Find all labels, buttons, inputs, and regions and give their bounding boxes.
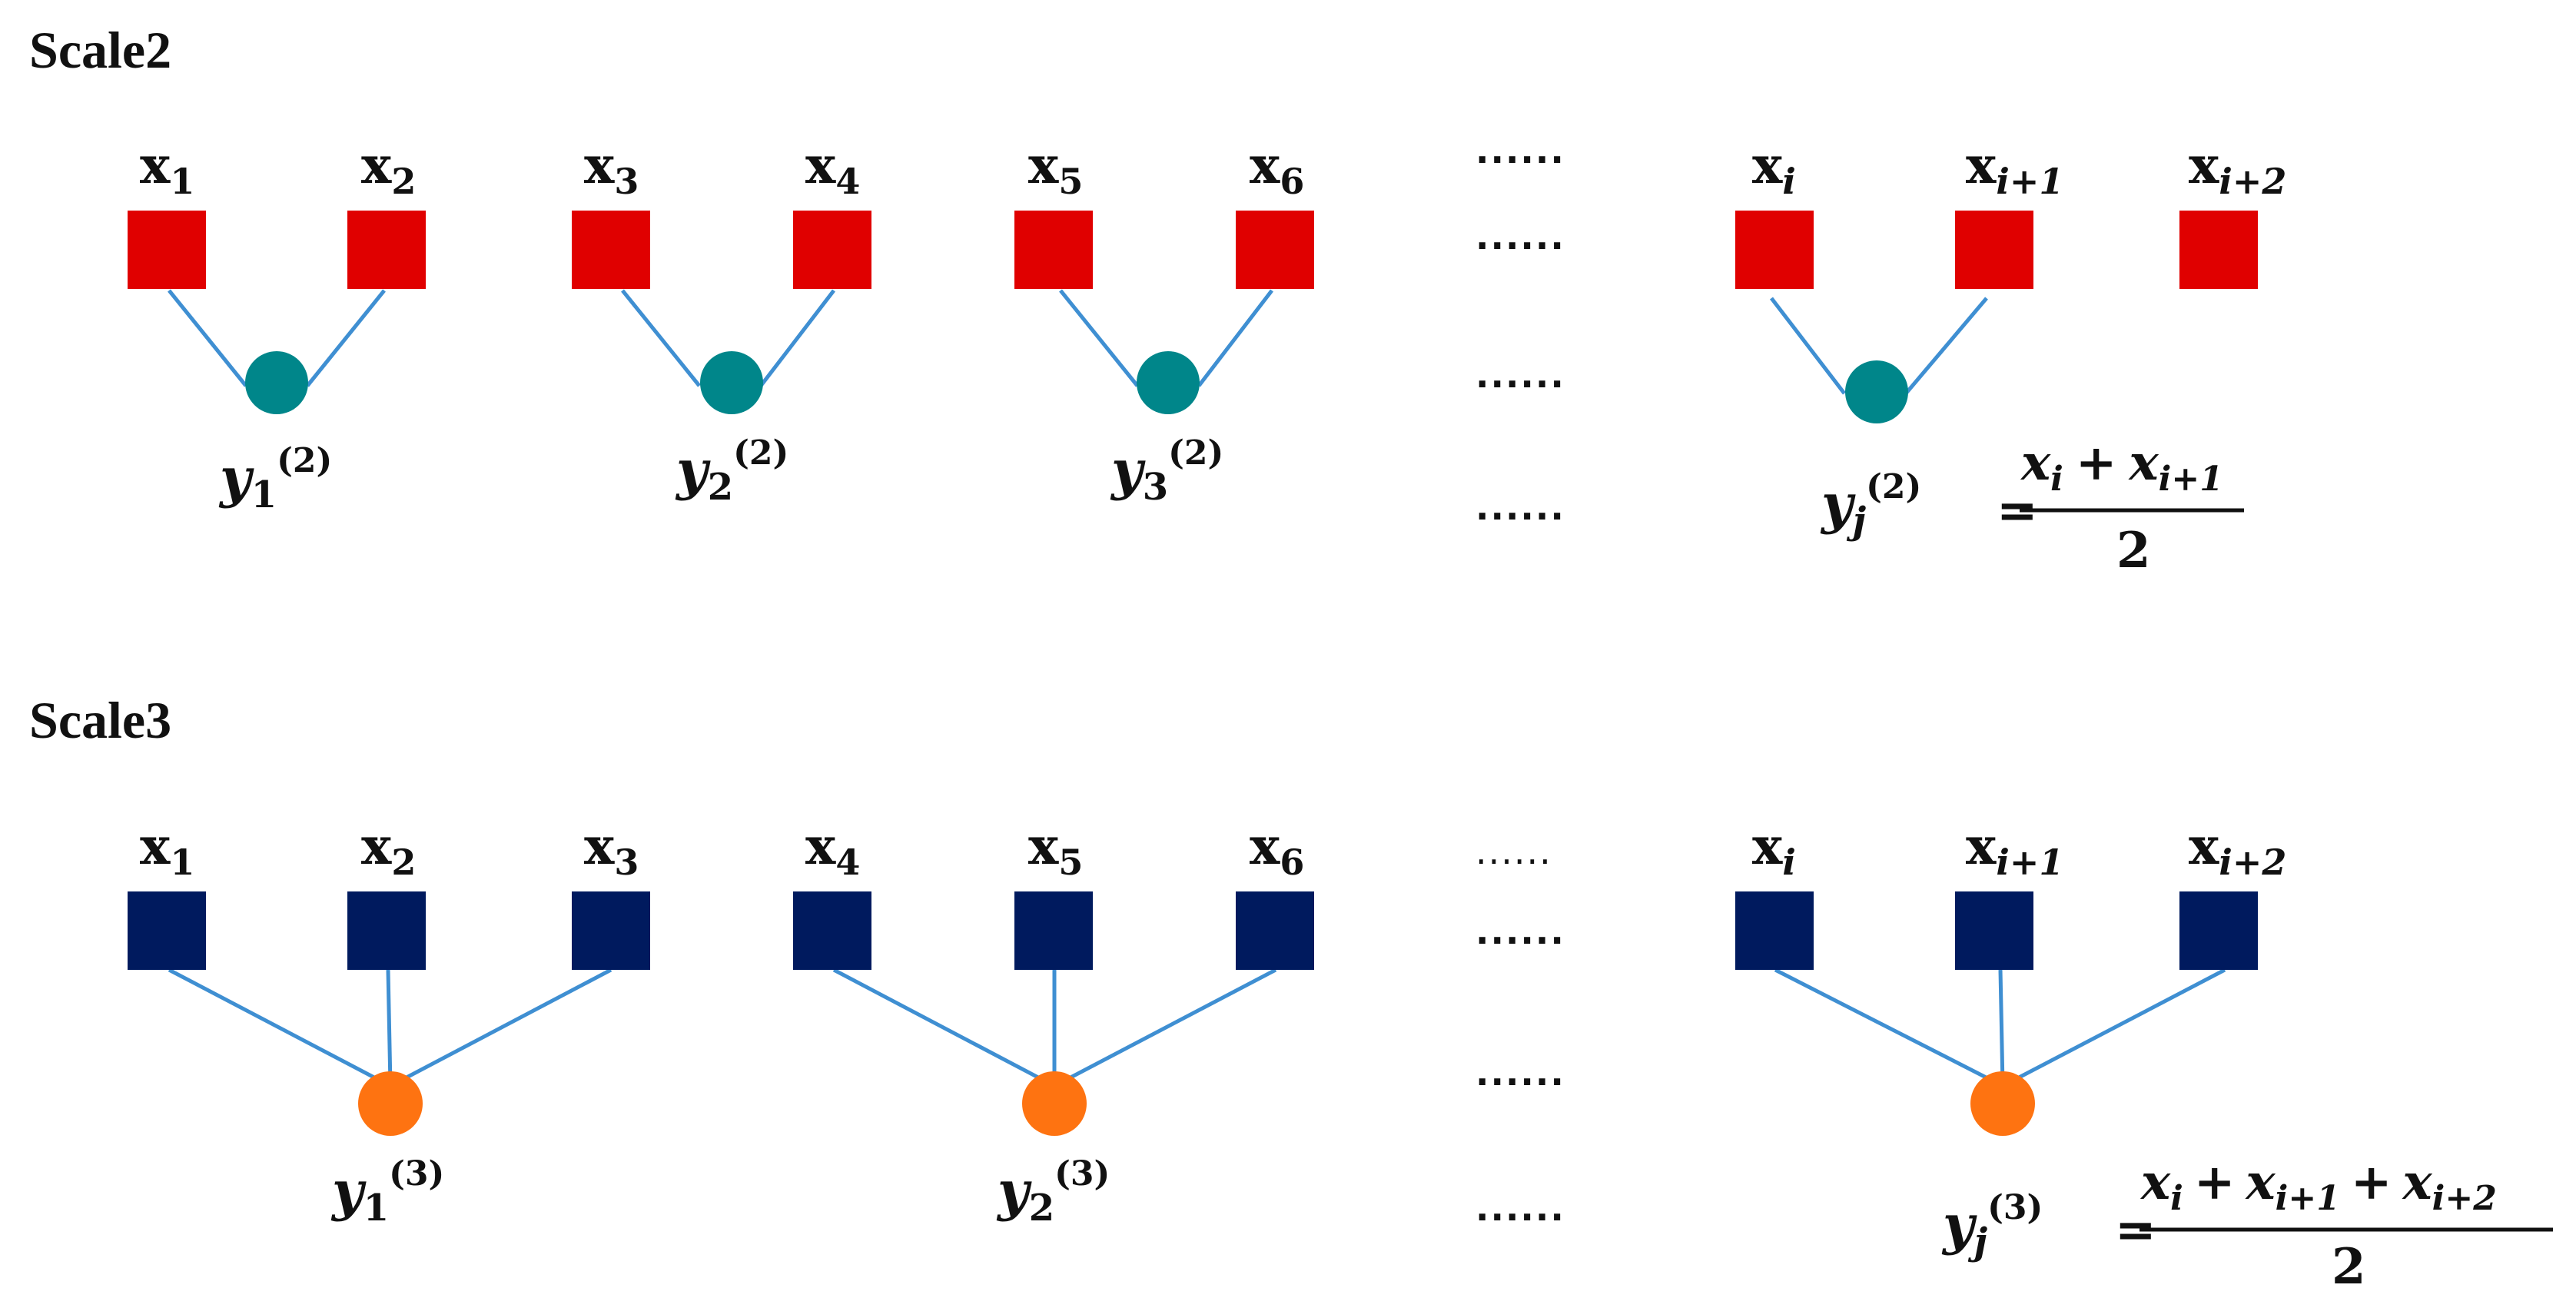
scale3-output-node: [358, 1071, 423, 1136]
scale2-formula-lhs: yj(2): [1820, 467, 1921, 543]
scale2-inputs: [128, 211, 2258, 289]
ellipsis: ......: [1476, 1052, 1565, 1094]
ellipsis: ......: [1476, 911, 1565, 952]
scale2-output-labels: y1(2) y2(2) y3(2): [218, 433, 1223, 516]
ellipsis: ......: [1476, 1187, 1565, 1229]
scale3-input-node: [572, 891, 650, 970]
scale3-link: [832, 968, 1054, 1087]
scale2-link: [759, 289, 835, 387]
scale2-input-node: [572, 211, 650, 289]
scale2-link: [621, 289, 701, 387]
scale2-formula-numerator: xi+xi+1: [2020, 434, 2223, 499]
scale3-input-node: [2179, 891, 2258, 970]
scale3-input-label: x5: [1028, 816, 1083, 883]
scale3-output-label: y1(3): [330, 1154, 444, 1230]
scale2-input-label: xi: [1752, 135, 1796, 202]
scale3-links: [168, 968, 2226, 1087]
scale2-input-label: x4: [805, 135, 860, 202]
scale2-output-label: y3(2): [1110, 433, 1223, 509]
scale2-input-node: [347, 211, 426, 289]
scale2-output-node: [700, 351, 763, 414]
scale3-input-label: x2: [361, 816, 416, 883]
scale2-input-node: [1955, 211, 2033, 289]
scale3-formula: yj(3) = xi+xi+1+xi+2 2: [1941, 1154, 2553, 1296]
scale2-output-node: [245, 351, 308, 414]
scale2-input-labels: x1 x2 x3 x4 x5 x6 xi xi+1 xi+2: [140, 135, 2286, 202]
scale3-link: [2003, 968, 2226, 1087]
scale3-input-node: [1735, 891, 1814, 970]
scale3-input-label: xi: [1752, 816, 1796, 883]
scale3-inputs: [128, 891, 2258, 970]
scale2-link: [1197, 289, 1273, 387]
scale2-input-label: x5: [1028, 135, 1083, 202]
scale3-input-labels: x1 x2 x3 x4 x5 x6 xi xi+1 xi+2: [140, 816, 2286, 883]
scale2-outputs: [245, 351, 1908, 423]
scale3-section: Scale3: [29, 691, 2553, 1296]
scale2-output-node: [1137, 351, 1200, 414]
scale2-link: [1059, 289, 1139, 387]
scale2-output-node: [1845, 360, 1908, 423]
scale2-input-node: [2179, 211, 2258, 289]
scale2-link: [168, 289, 247, 387]
scale2-link: [306, 289, 386, 387]
scale2-link: [1770, 297, 1846, 395]
scale2-input-node: [128, 211, 206, 289]
scale3-formula-denominator: 2: [2332, 1238, 2366, 1296]
scale3-input-label: x6: [1250, 816, 1304, 883]
scale2-input-label: x6: [1250, 135, 1304, 202]
scale2-input-node: [1735, 211, 1814, 289]
scale3-input-node: [347, 891, 426, 970]
scale3-link: [1774, 968, 2003, 1087]
scale3-link: [390, 968, 612, 1087]
scale2-ellipsis: ...... ...... ...... ......: [1476, 130, 1565, 528]
scale3-ellipsis: ...... ...... ...... ......: [1476, 831, 1565, 1229]
scale3-output-node: [1022, 1071, 1087, 1136]
scale2-input-label: xi+1: [1966, 135, 2063, 202]
scale3-title: Scale3: [29, 691, 171, 749]
scale3-output-labels: y1(3) y2(3): [330, 1154, 1110, 1230]
scale2-output-label: y1(2): [218, 441, 332, 516]
scale2-formula: yj(2) = xi+xi+1 2: [1820, 434, 2244, 579]
scale3-input-label: x1: [140, 816, 194, 883]
ellipsis: ......: [1476, 354, 1565, 396]
scale3-input-node: [793, 891, 871, 970]
scale3-link: [1054, 968, 1277, 1087]
ellipsis: ......: [1476, 831, 1552, 872]
scale3-link: [168, 968, 390, 1087]
scale3-input-node: [1236, 891, 1314, 970]
scale2-link: [1904, 297, 1988, 395]
ellipsis: ......: [1476, 216, 1565, 257]
scale2-input-label: xi+2: [2189, 135, 2286, 202]
scale3-link: [386, 969, 393, 1086]
scale2-title: Scale2: [29, 21, 171, 79]
scale3-input-label: x3: [584, 816, 639, 883]
scale2-links: [168, 289, 1988, 395]
scale3-input-node: [128, 891, 206, 970]
scale2-input-label: x1: [140, 135, 194, 202]
scale3-link: [1998, 969, 2005, 1086]
scale3-input-node: [1955, 891, 2033, 970]
scale3-input-label: xi+2: [2189, 816, 2286, 883]
scale3-input-label: xi+1: [1966, 816, 2063, 883]
scale2-input-label: x2: [361, 135, 416, 202]
scale2-formula-denominator: 2: [2116, 522, 2151, 579]
ellipsis: ......: [1476, 486, 1565, 528]
scale3-outputs: [358, 1071, 2035, 1136]
scale2-input-node: [1236, 211, 1314, 289]
scale2-input-node: [1014, 211, 1093, 289]
scale2-input-label: x3: [584, 135, 639, 202]
scale2-input-node: [793, 211, 871, 289]
scale3-output-label: y2(3): [996, 1154, 1110, 1230]
scale3-input-label: x4: [805, 816, 860, 883]
scale2-section: Scale2: [29, 21, 2286, 579]
ellipsis: ......: [1476, 130, 1565, 171]
scale3-formula-numerator: xi+xi+1+xi+2: [2139, 1154, 2497, 1218]
scale2-output-label: y2(2): [675, 433, 788, 509]
scale3-input-node: [1014, 891, 1093, 970]
scale3-output-node: [1970, 1071, 2035, 1136]
scale3-formula-lhs: yj(3): [1941, 1188, 2043, 1263]
